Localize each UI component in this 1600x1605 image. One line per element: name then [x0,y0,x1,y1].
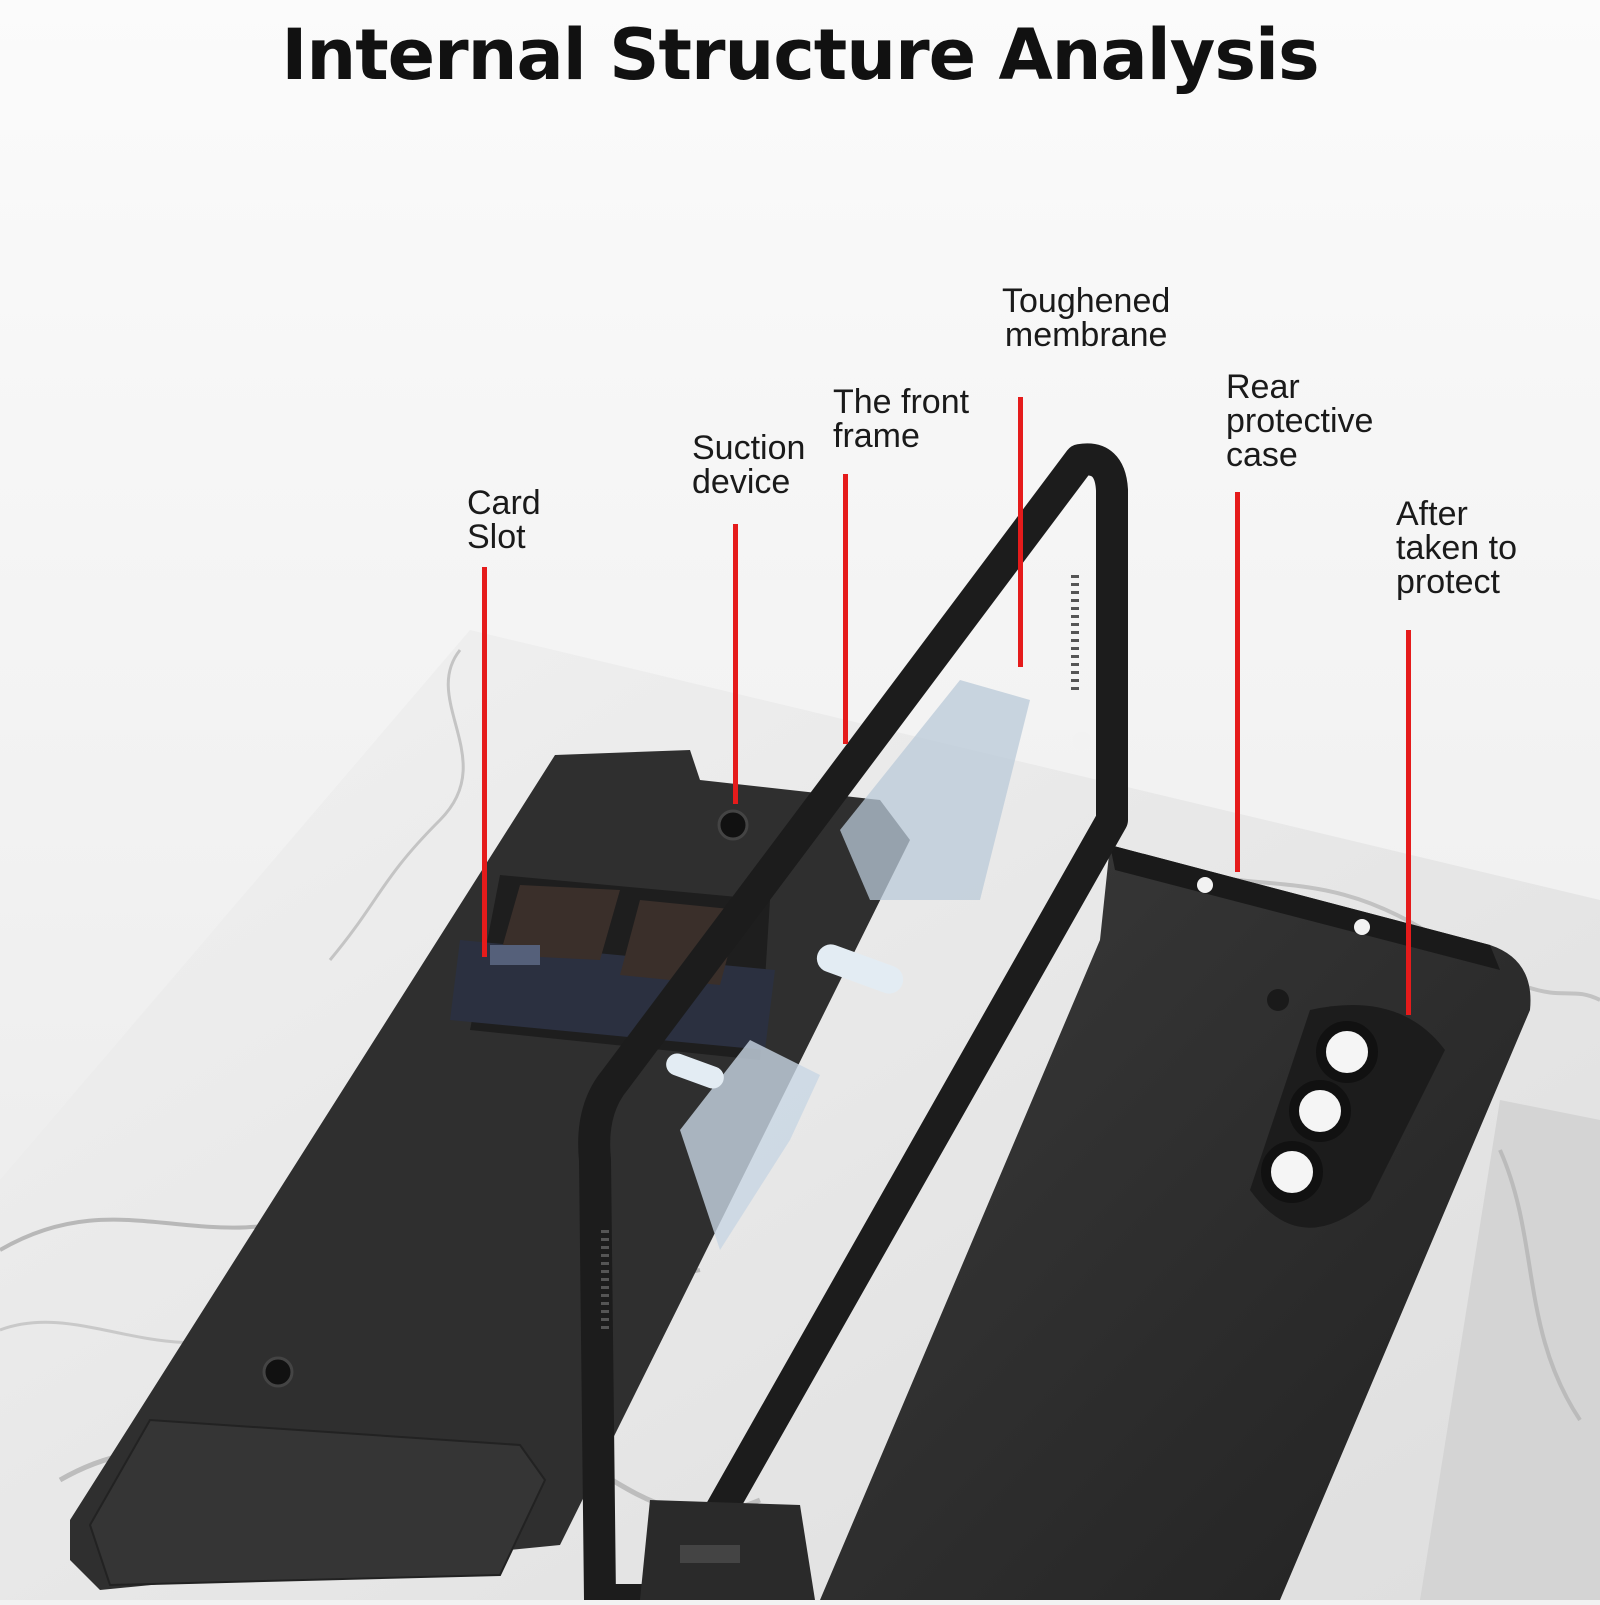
label-suction-device-line-1: Suction [692,429,806,467]
frame-hole [1073,732,1091,750]
label-front-frame-line-1: The front [833,383,970,421]
camera-lens-3 [1261,1141,1323,1203]
label-toughened-membrane-line-1: Toughened [1002,282,1171,320]
camera-lens-2 [1289,1080,1351,1142]
leader-line-after-taken [1406,630,1411,1015]
label-suction-device-line-2: device [692,463,791,501]
label-card-slot-line-1: Card [467,484,541,522]
label-after-taken-line-2: taken to [1396,529,1517,567]
label-front-frame-line-2: frame [833,417,920,455]
rear-case-hole-2 [1354,919,1370,935]
label-rear-case: Rear protective case [1226,370,1373,472]
toughened-membrane [666,680,1030,1250]
rear-case [820,845,1531,1600]
label-rear-case-line-1: Rear [1226,368,1300,406]
leader-line-suction-device [733,524,738,804]
label-front-frame: The front frame [833,385,969,453]
camera-lens-1 [1316,1021,1378,1083]
suction-dot-upper [717,809,749,841]
leader-line-rear-case [1235,492,1240,872]
card-slot [450,875,775,1060]
label-after-taken-line-1: After [1396,495,1468,533]
label-suction-device: Suction device [692,431,805,499]
leader-line-toughened-membrane [1018,397,1023,667]
page-title: Internal Structure Analysis [281,14,1319,96]
label-after-taken-line-3: protect [1396,563,1500,601]
label-card-slot-line-2: Slot [467,518,526,556]
label-card-slot: Card Slot [467,486,541,554]
label-toughened-membrane: Toughened membrane [1002,284,1170,352]
flash-hole [1267,989,1289,1011]
label-rear-case-line-2: protective [1226,402,1374,440]
hinge [640,1500,815,1600]
label-after-taken: After taken to protect [1396,497,1517,599]
front-frame [578,443,1128,1605]
leader-line-card-slot [482,567,487,957]
leader-line-front-frame [843,474,848,744]
suction-dot-lower [262,1356,294,1388]
rear-case-hole-1 [1197,877,1213,893]
label-toughened-membrane-line-2: membrane [1004,316,1168,354]
label-rear-case-line-3: case [1226,436,1298,474]
